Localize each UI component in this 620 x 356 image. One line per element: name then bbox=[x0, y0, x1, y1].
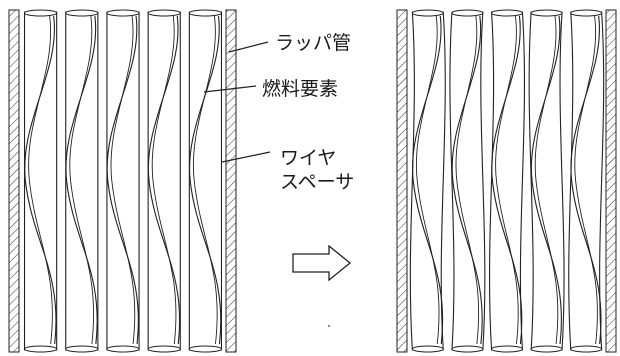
left-fuel-rod-1 bbox=[23, 9, 58, 353]
label-wire-spacer-line2: スペーサ bbox=[280, 171, 355, 193]
right-fuel-rods bbox=[409, 9, 605, 353]
leader-line-wrapper-tube bbox=[228, 41, 269, 53]
scan-dot bbox=[328, 325, 330, 327]
right-fuel-rod-4 bbox=[528, 9, 565, 353]
deformation-arrow bbox=[292, 244, 352, 282]
left-wrapper-wall-right bbox=[225, 9, 237, 353]
right-wrapper-wall-right bbox=[605, 9, 617, 353]
left-fuel-rod-3 bbox=[106, 9, 140, 353]
right-fuel-rod-3 bbox=[488, 9, 526, 353]
leader-line-wire-spacer bbox=[221, 151, 271, 163]
right-fuel-rod-2 bbox=[449, 9, 486, 353]
right-wrapper-wall-left bbox=[396, 9, 408, 353]
left-fuel-rod-5 bbox=[188, 9, 223, 353]
left-fuel-rod-2 bbox=[65, 9, 99, 353]
left-fuel-rod-4 bbox=[147, 9, 181, 353]
label-fuel-element: 燃料要素 bbox=[262, 78, 339, 100]
left-fuel-rods bbox=[23, 9, 223, 353]
right-fuel-rod-1 bbox=[409, 9, 446, 353]
label-wrapper-tube: ラッパ管 bbox=[275, 32, 352, 54]
left-panel-before bbox=[8, 9, 237, 353]
left-wrapper-wall-left bbox=[8, 9, 20, 353]
right-panel-after bbox=[396, 9, 617, 353]
label-wire-spacer-line1: ワイヤ bbox=[280, 147, 337, 169]
leader-line-fuel-element bbox=[203, 85, 257, 93]
right-fuel-rod-5 bbox=[568, 9, 605, 353]
label-wire-spacer: ワイヤ スペーサ bbox=[280, 146, 354, 194]
